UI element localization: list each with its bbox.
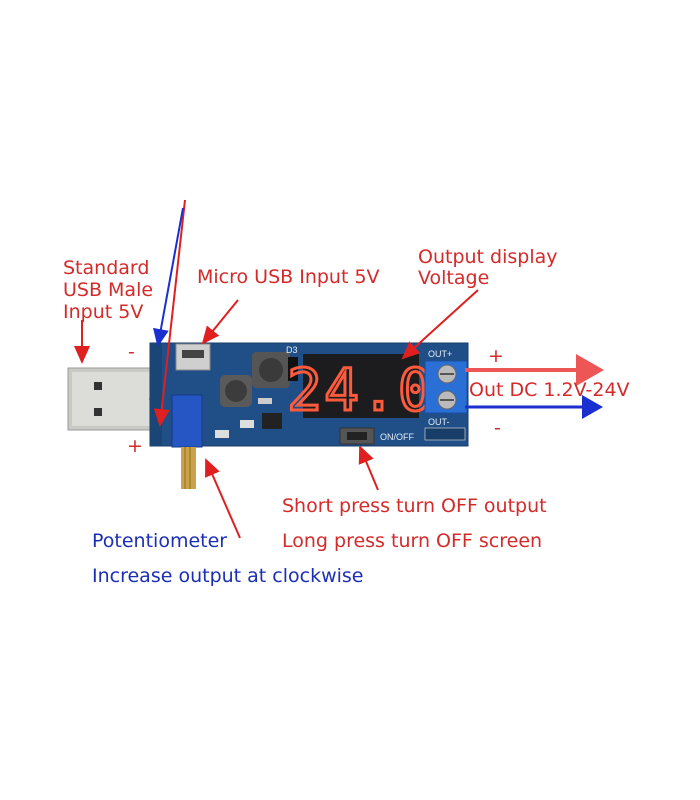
label-potentiometer: Potentiometer <box>92 530 227 552</box>
label-in-minus: - <box>128 341 135 363</box>
silk-on-off: ON/OFF <box>380 432 414 442</box>
silk-d3: D3 <box>286 345 298 355</box>
label-long-press: Long press turn OFF screen <box>282 530 542 552</box>
potentiometer[interactable] <box>171 394 203 489</box>
label-usb-male-3: Input 5V <box>63 301 143 323</box>
label-out-range: Out DC 1.2V-24V <box>469 379 630 401</box>
label-in-plus: + <box>127 435 143 457</box>
label-out-minus: - <box>494 417 501 439</box>
label-short-press: Short press turn OFF output <box>282 495 547 517</box>
label-output-display-1: Output display <box>418 246 558 268</box>
silk-out-plus: OUT+ <box>428 349 452 359</box>
label-clockwise: Increase output at clockwise <box>92 565 364 587</box>
voltage-display: 24.0 <box>286 354 435 426</box>
on-off-button[interactable] <box>339 427 375 445</box>
label-output-display-2: Voltage <box>418 267 489 289</box>
label-usb-male-2: USB Male <box>63 279 153 301</box>
output-terminal-block <box>424 360 468 414</box>
silk-out-minus: OUT- <box>428 417 450 427</box>
display-value: 24.0 <box>287 356 435 424</box>
label-micro-usb: Micro USB Input 5V <box>197 266 380 288</box>
label-out-plus: + <box>488 345 504 367</box>
label-usb-male-1: Standard <box>63 257 149 279</box>
annotation-arrows <box>74 199 604 539</box>
